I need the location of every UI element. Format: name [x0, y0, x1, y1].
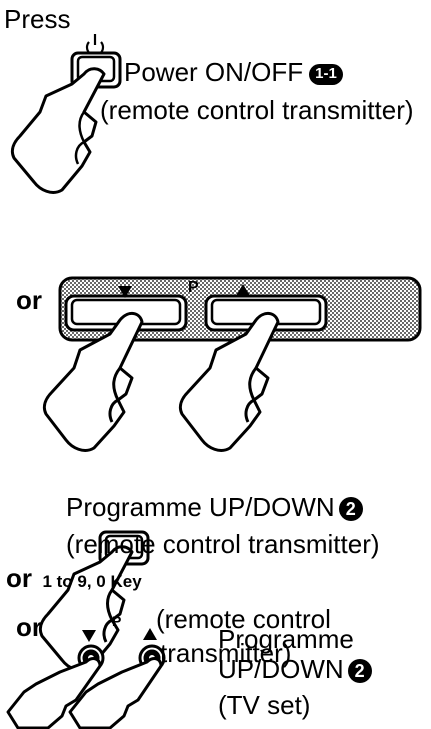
or-label: or	[6, 563, 32, 593]
keys-label: 1 to 9, 0 Key	[42, 572, 142, 591]
or-label: or	[16, 285, 42, 315]
pointing-hand-left	[42, 312, 144, 452]
up-arrow-icon	[143, 628, 157, 640]
press-label: Press	[4, 4, 71, 34]
pointing-hand-right	[68, 657, 163, 729]
keys-source-line2: transmitter)	[160, 638, 292, 668]
power-text: Power ON/OFF	[124, 57, 304, 87]
p-label: P	[188, 279, 199, 296]
pointing-hand	[10, 67, 106, 194]
step-badge: 1-1	[309, 64, 343, 85]
down-arrow-icon	[118, 286, 132, 298]
tv-source: (TV set)	[218, 690, 311, 720]
hand-detail	[74, 111, 86, 165]
step-badge: 2	[347, 659, 372, 683]
down-arrow-icon	[82, 630, 96, 642]
programme-source: (remote control transmitter)	[66, 529, 380, 559]
keys-row: or 1 to 9, 0 Key	[6, 565, 142, 591]
power-source: (remote control transmitter)	[100, 95, 414, 125]
or-label: or	[16, 612, 42, 642]
tv-programme-line1: Programme	[218, 624, 354, 654]
up-arrow-icon	[236, 284, 250, 296]
programme-text: Programme UP/DOWN	[66, 492, 335, 522]
keys-source-line1: (remote control	[156, 604, 331, 634]
tv-programme-text: UP/DOWN	[218, 654, 344, 684]
p-label: P	[112, 613, 122, 629]
step-badge: 2	[338, 497, 363, 521]
pointing-hand-right	[178, 312, 280, 452]
pointing-hand-left	[6, 657, 102, 729]
